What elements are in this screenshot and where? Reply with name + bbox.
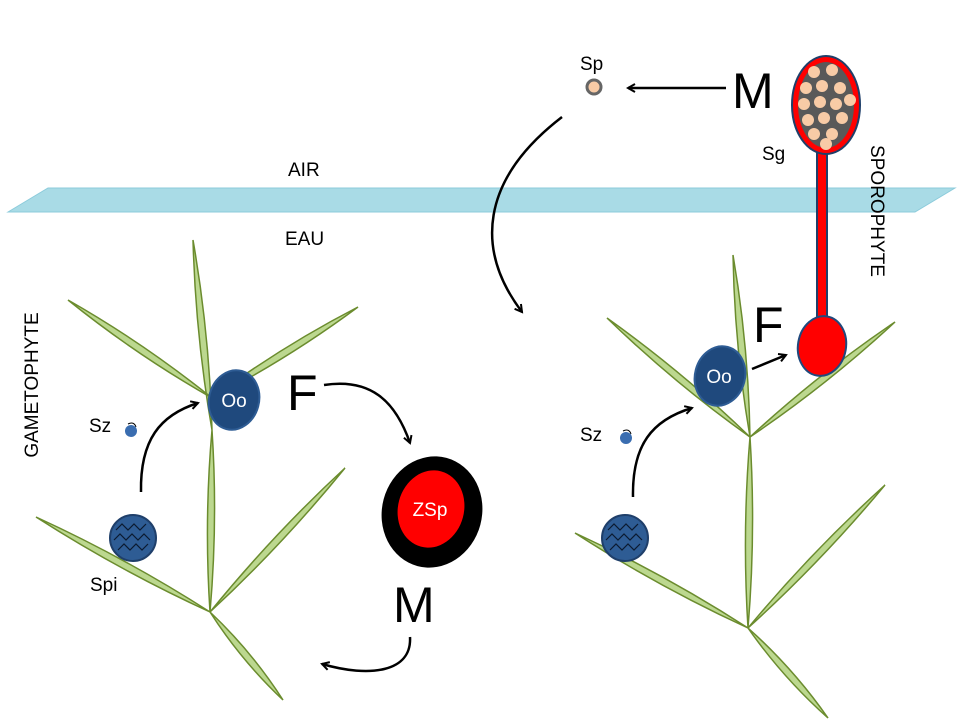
oogonium-right — [693, 345, 747, 407]
zygote-right — [796, 315, 848, 377]
oogonium-left-label: Oo — [221, 391, 246, 412]
spore-in-sporangium — [798, 98, 810, 110]
meiosis-bottom-label: M — [393, 577, 435, 633]
water-label: EAU — [285, 229, 324, 250]
sporangium-label: Sg — [762, 144, 785, 165]
oogonium-right-label: Oo — [706, 367, 731, 388]
spore-in-sporangium — [836, 112, 848, 124]
arrow-oogonium-to-zygote — [751, 355, 786, 371]
spore-in-sporangium — [820, 138, 832, 150]
spore-in-sporangium — [802, 114, 814, 126]
arrow-fertilization-to-zygospore — [323, 382, 410, 443]
leaf — [35, 516, 211, 613]
arrow-spermatozoid-to-oogonium-left — [139, 403, 198, 493]
spore-in-sporangium — [814, 96, 826, 108]
oogonium-left — [207, 369, 261, 431]
meiosis-top-label: M — [732, 63, 774, 119]
leaf — [732, 254, 751, 438]
spore-in-sporangium — [844, 94, 856, 106]
spermatozoid-left-icon — [125, 422, 137, 437]
spermatozoid-right-label: Sz — [580, 425, 602, 446]
spore-in-sporangium — [818, 112, 830, 124]
leaf — [749, 321, 896, 438]
spermatozoid-left-label: Sz — [89, 416, 111, 437]
sporophyte-stalk — [816, 147, 828, 324]
arrow-spore-to-germination — [491, 116, 563, 312]
spermatangium-right — [601, 514, 649, 562]
spore — [585, 78, 603, 96]
spore-in-sporangium — [834, 82, 846, 94]
spore-in-sporangium — [826, 64, 838, 76]
spore-in-sporangium — [826, 128, 838, 140]
zygospore — [397, 470, 465, 548]
spore-label: Sp — [580, 54, 603, 75]
fertilization-right-label: F — [753, 297, 784, 353]
leaves — [35, 239, 896, 719]
leaf — [209, 467, 346, 613]
spore-in-sporangium — [816, 80, 828, 92]
spermatangium-left — [109, 514, 157, 562]
sporangium — [791, 55, 861, 155]
sporophyte-label: SPOROPHYTE — [866, 145, 887, 277]
fertilization-left-label: F — [287, 365, 318, 421]
leaf — [747, 484, 886, 629]
arrow-spermatozoid-to-oogonium-right — [631, 408, 692, 498]
arrow-meiosis-to-gametophyte — [322, 636, 412, 673]
spermatozoid-right-icon — [620, 429, 632, 444]
gametophyte-label: GAMETOPHYTE — [22, 312, 43, 457]
leaf — [209, 611, 284, 701]
spore-in-sporangium — [808, 66, 820, 78]
water-surface — [6, 187, 957, 213]
spore-in-sporangium — [808, 128, 820, 140]
spermatangium-label: Spi — [90, 575, 117, 596]
zygospore-label: ZSp — [413, 500, 448, 521]
leaf — [574, 532, 749, 629]
leaf — [744, 436, 754, 629]
spore-in-sporangium — [800, 82, 812, 94]
leaf — [67, 299, 213, 399]
leaf — [206, 429, 216, 613]
spore-in-sporangium — [830, 98, 842, 110]
air-label: AIR — [288, 160, 320, 181]
leaf — [747, 627, 829, 719]
